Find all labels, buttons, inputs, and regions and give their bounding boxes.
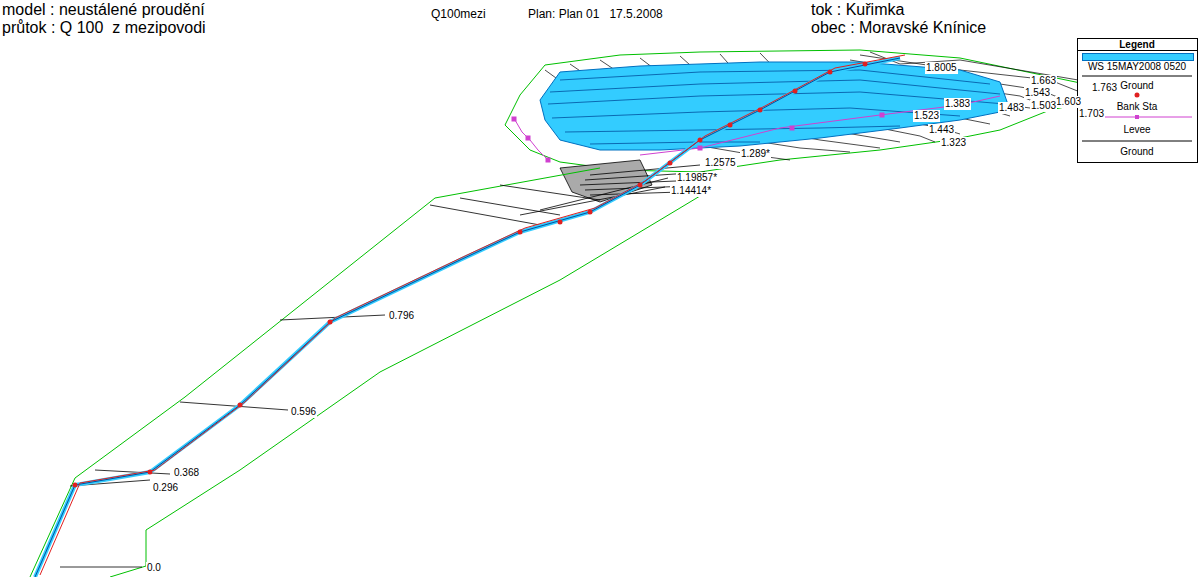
legend-sample xyxy=(1082,76,1192,77)
legend-sample xyxy=(1135,93,1140,98)
levee-line xyxy=(512,96,1000,162)
water-contours xyxy=(548,70,1005,144)
header-text: model : neustálené proudění xyxy=(2,1,205,19)
station-label: 1.663 xyxy=(1030,75,1057,87)
station-label: 1.8005 xyxy=(925,62,958,74)
station-label: 1.703 xyxy=(1078,108,1105,120)
legend-text: Ground xyxy=(1120,80,1153,92)
legend-box xyxy=(1078,39,1198,163)
station-label: 1.2575 xyxy=(704,157,737,169)
station-label: 1.523 xyxy=(913,110,940,122)
header-text: obec : Moravské Knínice xyxy=(811,19,986,37)
station-label: 0.796 xyxy=(388,310,415,322)
channel-water xyxy=(35,58,900,577)
station-label: 0.368 xyxy=(173,467,200,479)
legend-text: Levee xyxy=(1123,124,1150,136)
station-label: 1.323 xyxy=(940,137,967,149)
legend-text: Ground xyxy=(1120,146,1153,158)
header-text: průtok : Q 100 z mezipovodi xyxy=(2,19,206,37)
model-boundary xyxy=(505,50,1100,172)
legend-text: WS 15MAY2008 0520 xyxy=(1088,61,1186,73)
header-text: Q100mezi xyxy=(431,8,486,22)
legend-sample xyxy=(1082,141,1192,142)
reach-sections xyxy=(60,178,668,567)
legend-text: Bank Sta xyxy=(1117,101,1158,113)
station-label: 1.19857* xyxy=(676,172,718,184)
station-label: 1.543 xyxy=(1024,87,1051,99)
station-label: 0.596 xyxy=(290,406,317,418)
header-text: tok : Kuřimka xyxy=(811,1,904,19)
station-label: 1.443 xyxy=(928,124,955,136)
legend-swatch xyxy=(1082,53,1194,61)
legend-divider xyxy=(1077,50,1197,51)
legend-sample xyxy=(1135,115,1139,119)
legend-title: Legend xyxy=(1119,39,1155,51)
station-label: 1.763 xyxy=(1091,82,1118,94)
channel-thalweg xyxy=(35,58,900,577)
station-label: 0.0 xyxy=(146,562,162,574)
header-text: Plan: Plan 01 17.5.2008 xyxy=(528,8,663,22)
water-surface xyxy=(540,62,1010,150)
station-label: 1.503 xyxy=(1030,100,1057,112)
station-label: 1.289* xyxy=(740,148,771,160)
station-label: 1.483 xyxy=(998,102,1025,114)
bank-line xyxy=(40,55,905,575)
station-label: 1.603 xyxy=(1055,96,1082,108)
reach-boundary xyxy=(30,168,700,577)
station-label: 1.14414* xyxy=(670,185,712,197)
bank-stations xyxy=(73,62,868,488)
station-label: 0.296 xyxy=(152,482,179,494)
station-label: 1.383 xyxy=(944,98,971,110)
